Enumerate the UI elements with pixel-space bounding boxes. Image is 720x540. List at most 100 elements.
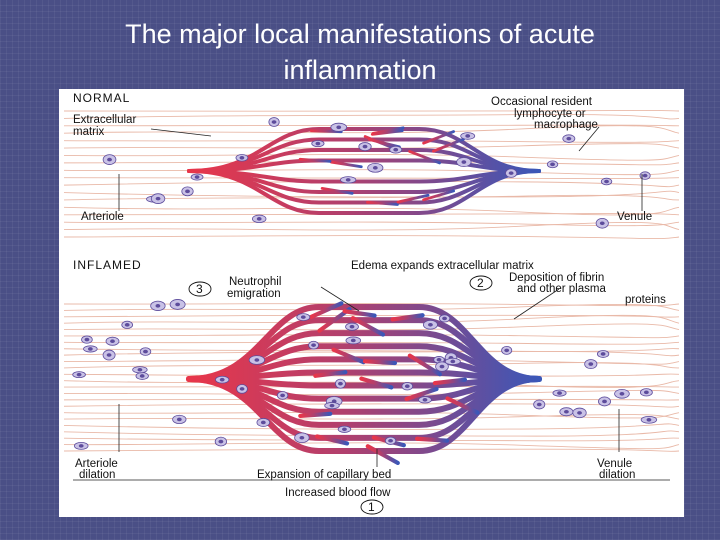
cell-nucleus (350, 338, 356, 343)
capillary-anastomosis (407, 353, 442, 377)
cell-nucleus (461, 160, 467, 164)
capillary-anastomosis (432, 377, 468, 386)
cell-nucleus (439, 364, 445, 369)
capillary-vessel (186, 376, 542, 389)
cell-nucleus (155, 196, 161, 201)
cell-nucleus (143, 349, 148, 354)
capillary-anastomosis (320, 186, 354, 195)
matrix-fiber (63, 113, 680, 120)
capillary-anastomosis (313, 370, 348, 378)
inflamed-section-label: INFLAMED (73, 258, 142, 272)
cell-nucleus (260, 420, 266, 425)
capillary-anastomosis (445, 396, 480, 415)
capillary-anastomosis (298, 411, 333, 419)
cell-nucleus (428, 322, 433, 327)
capillary-vessel (186, 356, 542, 382)
fibrin-label-3: proteins (625, 294, 666, 306)
matrix-fiber (63, 448, 680, 452)
matrix-fiber (63, 314, 680, 318)
capillary-vessel (187, 137, 541, 173)
neutrophil-label-2: emigration (227, 288, 281, 300)
cell-nucleus (106, 353, 112, 357)
capillary-vessel (187, 169, 541, 205)
cell-nucleus (619, 391, 625, 396)
resident-cell-label-1: Occasional resident (491, 96, 593, 108)
capillary-anastomosis (422, 189, 456, 202)
neutrophil-label-1: Neutrophil (229, 276, 281, 288)
cell-nucleus (550, 162, 555, 167)
cell-nucleus (442, 316, 447, 321)
cell-nucleus (300, 315, 306, 319)
venule-dilation-label-2: dilation (599, 469, 635, 481)
matrix-fiber (63, 140, 680, 143)
step-1-marker (360, 499, 384, 515)
cell-nucleus (194, 175, 200, 179)
cell-nucleus (349, 324, 355, 329)
step-3-number: 3 (196, 282, 203, 296)
matrix-fiber (63, 221, 680, 231)
matrix-fiber (63, 143, 680, 149)
matrix-fiber (63, 125, 680, 134)
edema-label: Edema expands extracellular matrix (351, 260, 534, 272)
cell-nucleus (254, 358, 260, 362)
cell-nucleus (107, 157, 112, 162)
cell-nucleus (436, 357, 442, 362)
capillary-vessel (187, 158, 541, 173)
matrix-fiber (63, 213, 680, 216)
capillary-anastomosis (342, 309, 377, 318)
cell-nucleus (338, 381, 343, 386)
cell-nucleus (450, 359, 456, 364)
cell-nucleus (76, 372, 82, 377)
slide-title: The major local manifestations of acute … (0, 16, 720, 88)
extracellular-matrix-label-1: Extracellular (73, 114, 136, 126)
matrix-fiber (63, 235, 680, 240)
matrix-fiber (63, 124, 680, 127)
cells-normal (102, 117, 651, 229)
cell-nucleus (577, 411, 582, 415)
arteriole-label: Arteriole (81, 211, 124, 223)
cells-inflamed (72, 299, 658, 450)
cell-nucleus (280, 393, 285, 398)
arteriole-dilation-label-2: dilation (79, 469, 115, 481)
cell-nucleus (124, 323, 130, 327)
expansion-label: Expansion of capillary bed (257, 469, 391, 481)
cell-nucleus (604, 179, 609, 184)
cell-nucleus (155, 304, 161, 308)
matrix-fiber (63, 221, 680, 227)
cell-nucleus (602, 399, 607, 404)
title-line-2: inflammation (283, 55, 437, 85)
capillary-anastomosis (365, 444, 400, 466)
step-2-marker (469, 275, 493, 291)
cell-nucleus (372, 166, 378, 170)
capillary-anastomosis (309, 301, 344, 319)
cell-nucleus (362, 144, 368, 149)
cell-nucleus (345, 178, 351, 182)
cell-nucleus (84, 337, 90, 342)
capillary-vessel (186, 343, 542, 382)
matrix-fiber (63, 314, 680, 324)
cell-nucleus (646, 418, 652, 422)
cell-nucleus (299, 435, 305, 440)
cell-nucleus (311, 343, 316, 347)
matrix-fiber (63, 180, 680, 188)
cell-nucleus (393, 147, 399, 152)
cell-nucleus (239, 387, 245, 391)
capillary-vessel (186, 369, 542, 382)
cell-nucleus (329, 403, 335, 408)
capillary-anastomosis (432, 137, 465, 153)
cell-nucleus (185, 189, 190, 194)
matrix-fiber (63, 389, 680, 396)
capillary-anastomosis (329, 160, 363, 169)
cell-nucleus (137, 367, 143, 372)
capillary-anastomosis (422, 130, 455, 145)
cell-nucleus (404, 384, 410, 389)
resident-cell-label-3: macrophage (534, 119, 598, 131)
capillary-anastomosis (404, 386, 439, 402)
cell-nucleus (218, 439, 224, 444)
title-line-1: The major local manifestations of acute (125, 19, 595, 49)
cell-nucleus (176, 417, 182, 422)
capillary-anastomosis (314, 434, 350, 446)
step-3-marker (188, 281, 212, 297)
blood-flow-label: Increased blood flow (285, 487, 391, 499)
capillary-anastomosis (359, 376, 394, 390)
